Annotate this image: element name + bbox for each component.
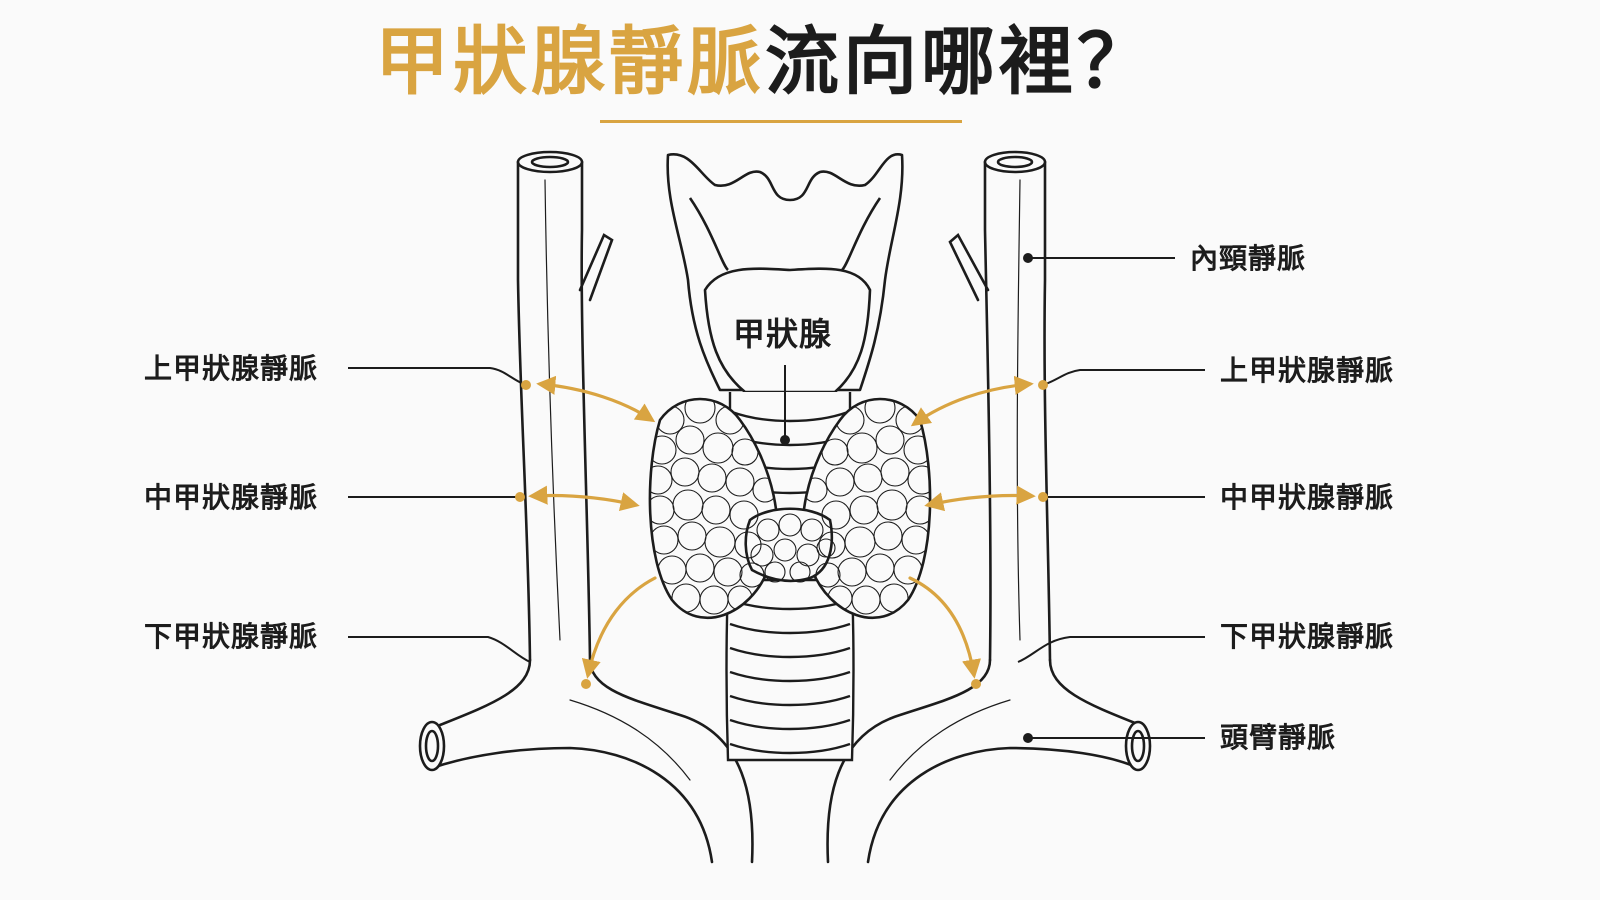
label-inferior-thyroid-vein-left: 下甲狀腺靜脈 (144, 620, 319, 653)
arrow-inferior-right (908, 576, 981, 679)
label-middle-thyroid-vein-left: 中甲狀腺靜脈 (144, 481, 319, 514)
label-inferior-thyroid-vein-right: 下甲狀腺靜脈 (1220, 620, 1395, 653)
label-internal-jugular-vein: 內頸靜脈 (1190, 242, 1307, 275)
arrow-superior-right (910, 375, 1034, 427)
title-rest: 流向哪裡？ (765, 19, 1155, 105)
leader-dots (515, 253, 1048, 743)
label-superior-thyroid-vein-left: 上甲狀腺靜脈 (144, 352, 319, 385)
arrow-middle-right (924, 485, 1036, 512)
page-title: 甲狀腺靜脈流向哪裡？ (0, 19, 1530, 105)
arrow-middle-left (528, 485, 640, 511)
label-brachiocephalic-vein: 頭臂靜脈 (1220, 721, 1337, 754)
label-thyroid: 甲狀腺 (733, 315, 833, 353)
arrow-inferior-left (581, 576, 657, 679)
flow-arrows (528, 375, 1036, 679)
leader-lines (348, 257, 1205, 739)
right-internal-jugular-vein (948, 150, 1052, 662)
label-middle-thyroid-vein-right: 中甲狀腺靜脈 (1220, 481, 1395, 514)
title-highlight: 甲狀腺靜脈 (375, 19, 765, 105)
arrow-superior-left (536, 375, 656, 423)
brachiocephalic-veins (418, 658, 1152, 864)
label-superior-thyroid-vein-right: 上甲狀腺靜脈 (1220, 354, 1395, 387)
left-internal-jugular-vein (516, 150, 614, 662)
title-underline (600, 120, 962, 123)
thyroid-gland (648, 397, 932, 619)
larynx (666, 153, 904, 394)
